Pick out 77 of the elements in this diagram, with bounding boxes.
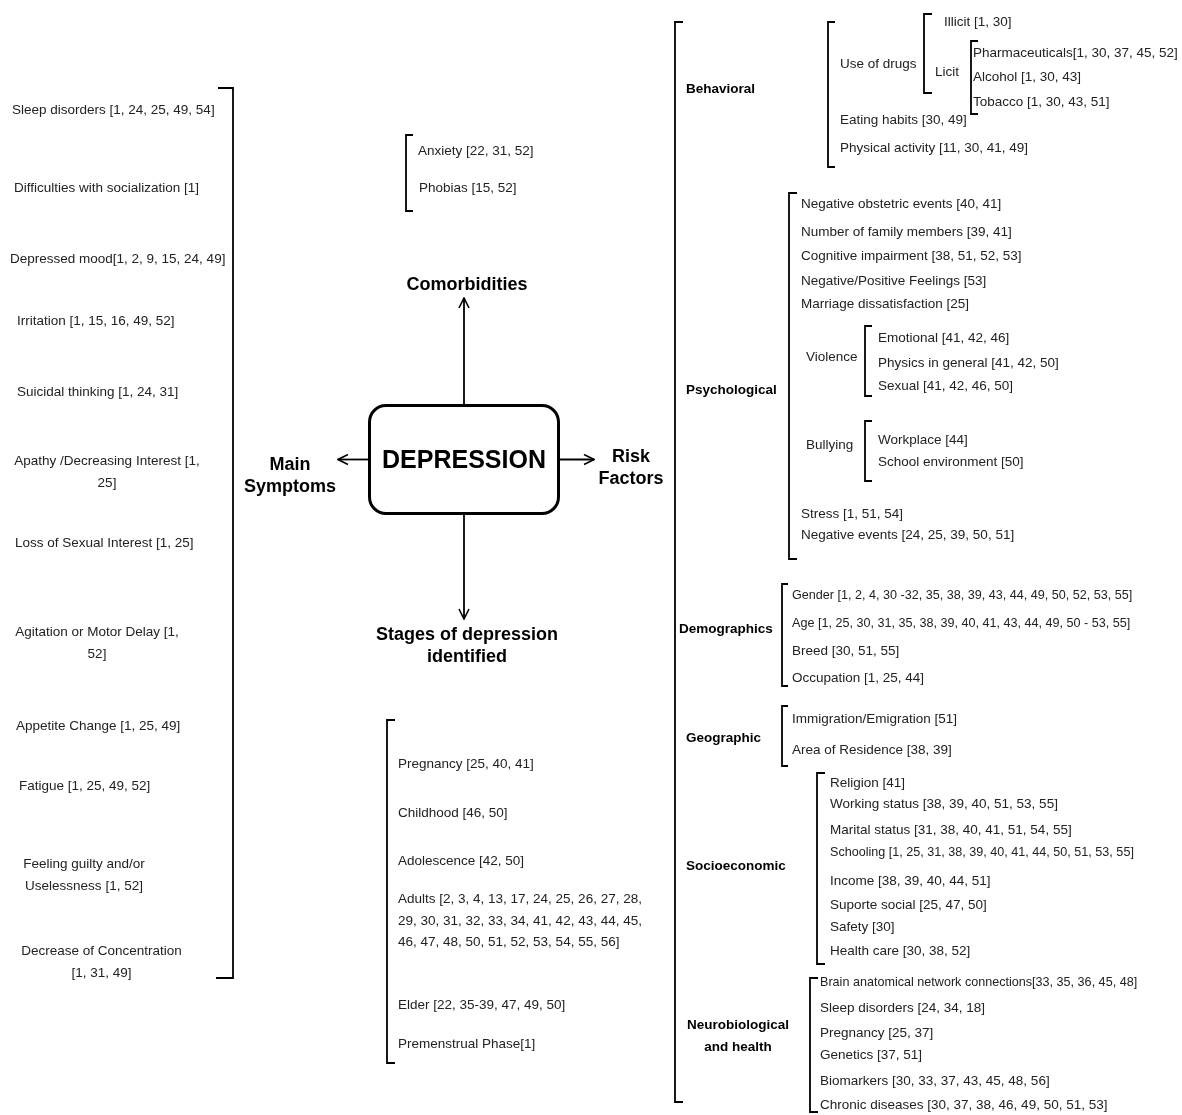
list-item: Genetics [37, 51] bbox=[820, 1047, 923, 1064]
list-item: Chronic diseases [30, 37, 38, 46, 49, 50, 51, 53] bbox=[820, 1097, 1108, 1114]
list-item: Sexual [41, 42, 46, 50] bbox=[878, 378, 1014, 395]
category-heading: Socioeconomic bbox=[686, 858, 786, 875]
arrow bbox=[458, 297, 470, 405]
arrow bbox=[337, 453, 369, 466]
list-item: Health care [30, 38, 52] bbox=[830, 943, 971, 960]
list-item: Fatigue [1, 25, 49, 52] bbox=[19, 778, 151, 795]
list-item: Sleep disorders [24, 34, 18] bbox=[820, 1000, 986, 1017]
list-item: School environment [50] bbox=[878, 454, 1024, 471]
list-item: Immigration/Emigration [51] bbox=[792, 711, 958, 728]
category-heading: Geographic bbox=[686, 730, 761, 747]
list-item: Anxiety [22, 31, 52] bbox=[418, 143, 534, 160]
list-item: Apathy /Decreasing Interest [1, 25] bbox=[13, 452, 201, 492]
list-item: Marriage dissatisfaction [25] bbox=[801, 296, 970, 313]
list-item: Adults [2, 3, 4, 13, 17, 24, 25, 26, 27, 28, 29, 30, 31, 32, 33, 34, 41, 42, 43, 44, 45, 46, 47, 48, 50, 51, 52, 53, 54, 55, 56] bbox=[398, 890, 643, 952]
list-item: Area of Residence [38, 39] bbox=[792, 742, 952, 759]
list-item: Suporte social [25, 47, 50] bbox=[830, 897, 987, 914]
category-heading: Neurobiological and health bbox=[686, 1016, 790, 1056]
branch-heading: Risk Factors bbox=[596, 443, 666, 491]
list-item: Negative events [24, 25, 39, 50, 51] bbox=[801, 527, 1015, 544]
list-item: Number of family members [39, 41] bbox=[801, 224, 1012, 241]
list-item: Tobacco [1, 30, 43, 51] bbox=[973, 94, 1110, 111]
list-item: Depressed mood[1, 2, 9, 15, 24, 49] bbox=[10, 251, 226, 268]
depression-box: DEPRESSION bbox=[368, 404, 560, 515]
list-item: Alcohol [1, 30, 43] bbox=[973, 69, 1082, 86]
list-item: Negative obstetric events [40, 41] bbox=[801, 196, 1002, 213]
list-item: Religion [41] bbox=[830, 775, 906, 792]
list-item: Safety [30] bbox=[830, 919, 895, 936]
branch-heading: Comorbidities bbox=[397, 272, 537, 296]
list-item: Illicit [1, 30] bbox=[944, 14, 1012, 31]
list-item: Childhood [46, 50] bbox=[398, 805, 508, 822]
list-item: Premenstrual Phase[1] bbox=[398, 1036, 536, 1053]
category-heading: Behavioral bbox=[686, 81, 756, 98]
list-item: Negative/Positive Feelings [53] bbox=[801, 273, 987, 290]
list-item: Pregnancy [25, 37] bbox=[820, 1025, 934, 1042]
list-item: Workplace [44] bbox=[878, 432, 968, 449]
list-item: Licit bbox=[935, 64, 959, 81]
category-heading: Demographics bbox=[679, 621, 773, 638]
list-item: Difficulties with socialization [1] bbox=[14, 180, 200, 197]
list-item: Violence bbox=[806, 349, 858, 366]
list-item: Adolescence [42, 50] bbox=[398, 853, 525, 870]
category-heading: Psychological bbox=[686, 382, 777, 399]
list-item: Age [1, 25, 30, 31, 35, 38, 39, 40, 41, 43, 44, 49, 50 - 53, 55] bbox=[792, 616, 1131, 632]
list-item: Phobias [15, 52] bbox=[419, 180, 517, 197]
list-item: Elder [22, 35-39, 47, 49, 50] bbox=[398, 997, 566, 1014]
arrow bbox=[458, 514, 470, 620]
list-item: Physical activity [11, 30, 41, 49] bbox=[840, 140, 1029, 157]
list-item: Cognitive impairment [38, 51, 52, 53] bbox=[801, 248, 1022, 265]
list-item: Decrease of Concentration [1, 31, 49] bbox=[20, 942, 183, 982]
list-item: Irritation [1, 15, 16, 49, 52] bbox=[17, 313, 175, 330]
list-item: Sleep disorders [1, 24, 25, 49, 54] bbox=[12, 102, 215, 119]
list-item: Bullying bbox=[806, 437, 854, 454]
arrow bbox=[559, 453, 595, 466]
list-item: Appetite Change [1, 25, 49] bbox=[16, 718, 181, 735]
list-item: Suicidal thinking [1, 24, 31] bbox=[17, 384, 179, 401]
list-item: Gender [1, 2, 4, 30 -32, 35, 38, 39, 43, 44, 49, 50, 52, 53, 55] bbox=[792, 588, 1133, 604]
list-item: Physics in general [41, 42, 50] bbox=[878, 355, 1059, 372]
list-item: Occupation [1, 25, 44] bbox=[792, 670, 925, 687]
list-item: Brain anatomical network connections[33, 35, 36, 45, 48] bbox=[820, 975, 1138, 991]
list-item: Schooling [1, 25, 31, 38, 39, 40, 41, 44, 50, 51, 53, 55] bbox=[830, 845, 1134, 861]
list-item: Eating habits [30, 49] bbox=[840, 112, 967, 129]
list-item: Marital status [31, 38, 40, 41, 51, 54, 55] bbox=[830, 822, 1072, 839]
list-item: Loss of Sexual Interest [1, 25] bbox=[15, 535, 194, 552]
list-item: Use of drugs bbox=[840, 56, 917, 73]
list-item: Stress [1, 51, 54] bbox=[801, 506, 904, 523]
branch-heading: Main Symptoms bbox=[244, 451, 336, 499]
list-item: Biomarkers [30, 33, 37, 43, 45, 48, 56] bbox=[820, 1073, 1050, 1090]
list-item: Agitation or Motor Delay [1, 52] bbox=[14, 623, 180, 663]
list-item: Breed [30, 51, 55] bbox=[792, 643, 900, 660]
list-item: Pharmaceuticals[1, 30, 37, 45, 52] bbox=[973, 45, 1178, 62]
list-item: Income [38, 39, 40, 44, 51] bbox=[830, 873, 991, 890]
list-item: Pregnancy [25, 40, 41] bbox=[398, 756, 534, 773]
list-item: Emotional [41, 42, 46] bbox=[878, 330, 1010, 347]
branch-heading: Stages of depression identified bbox=[372, 621, 562, 669]
list-item: Feeling guilty and/or Uselessness [1, 52] bbox=[22, 855, 146, 895]
list-item: Working status [38, 39, 40, 51, 53, 55] bbox=[830, 796, 1058, 813]
